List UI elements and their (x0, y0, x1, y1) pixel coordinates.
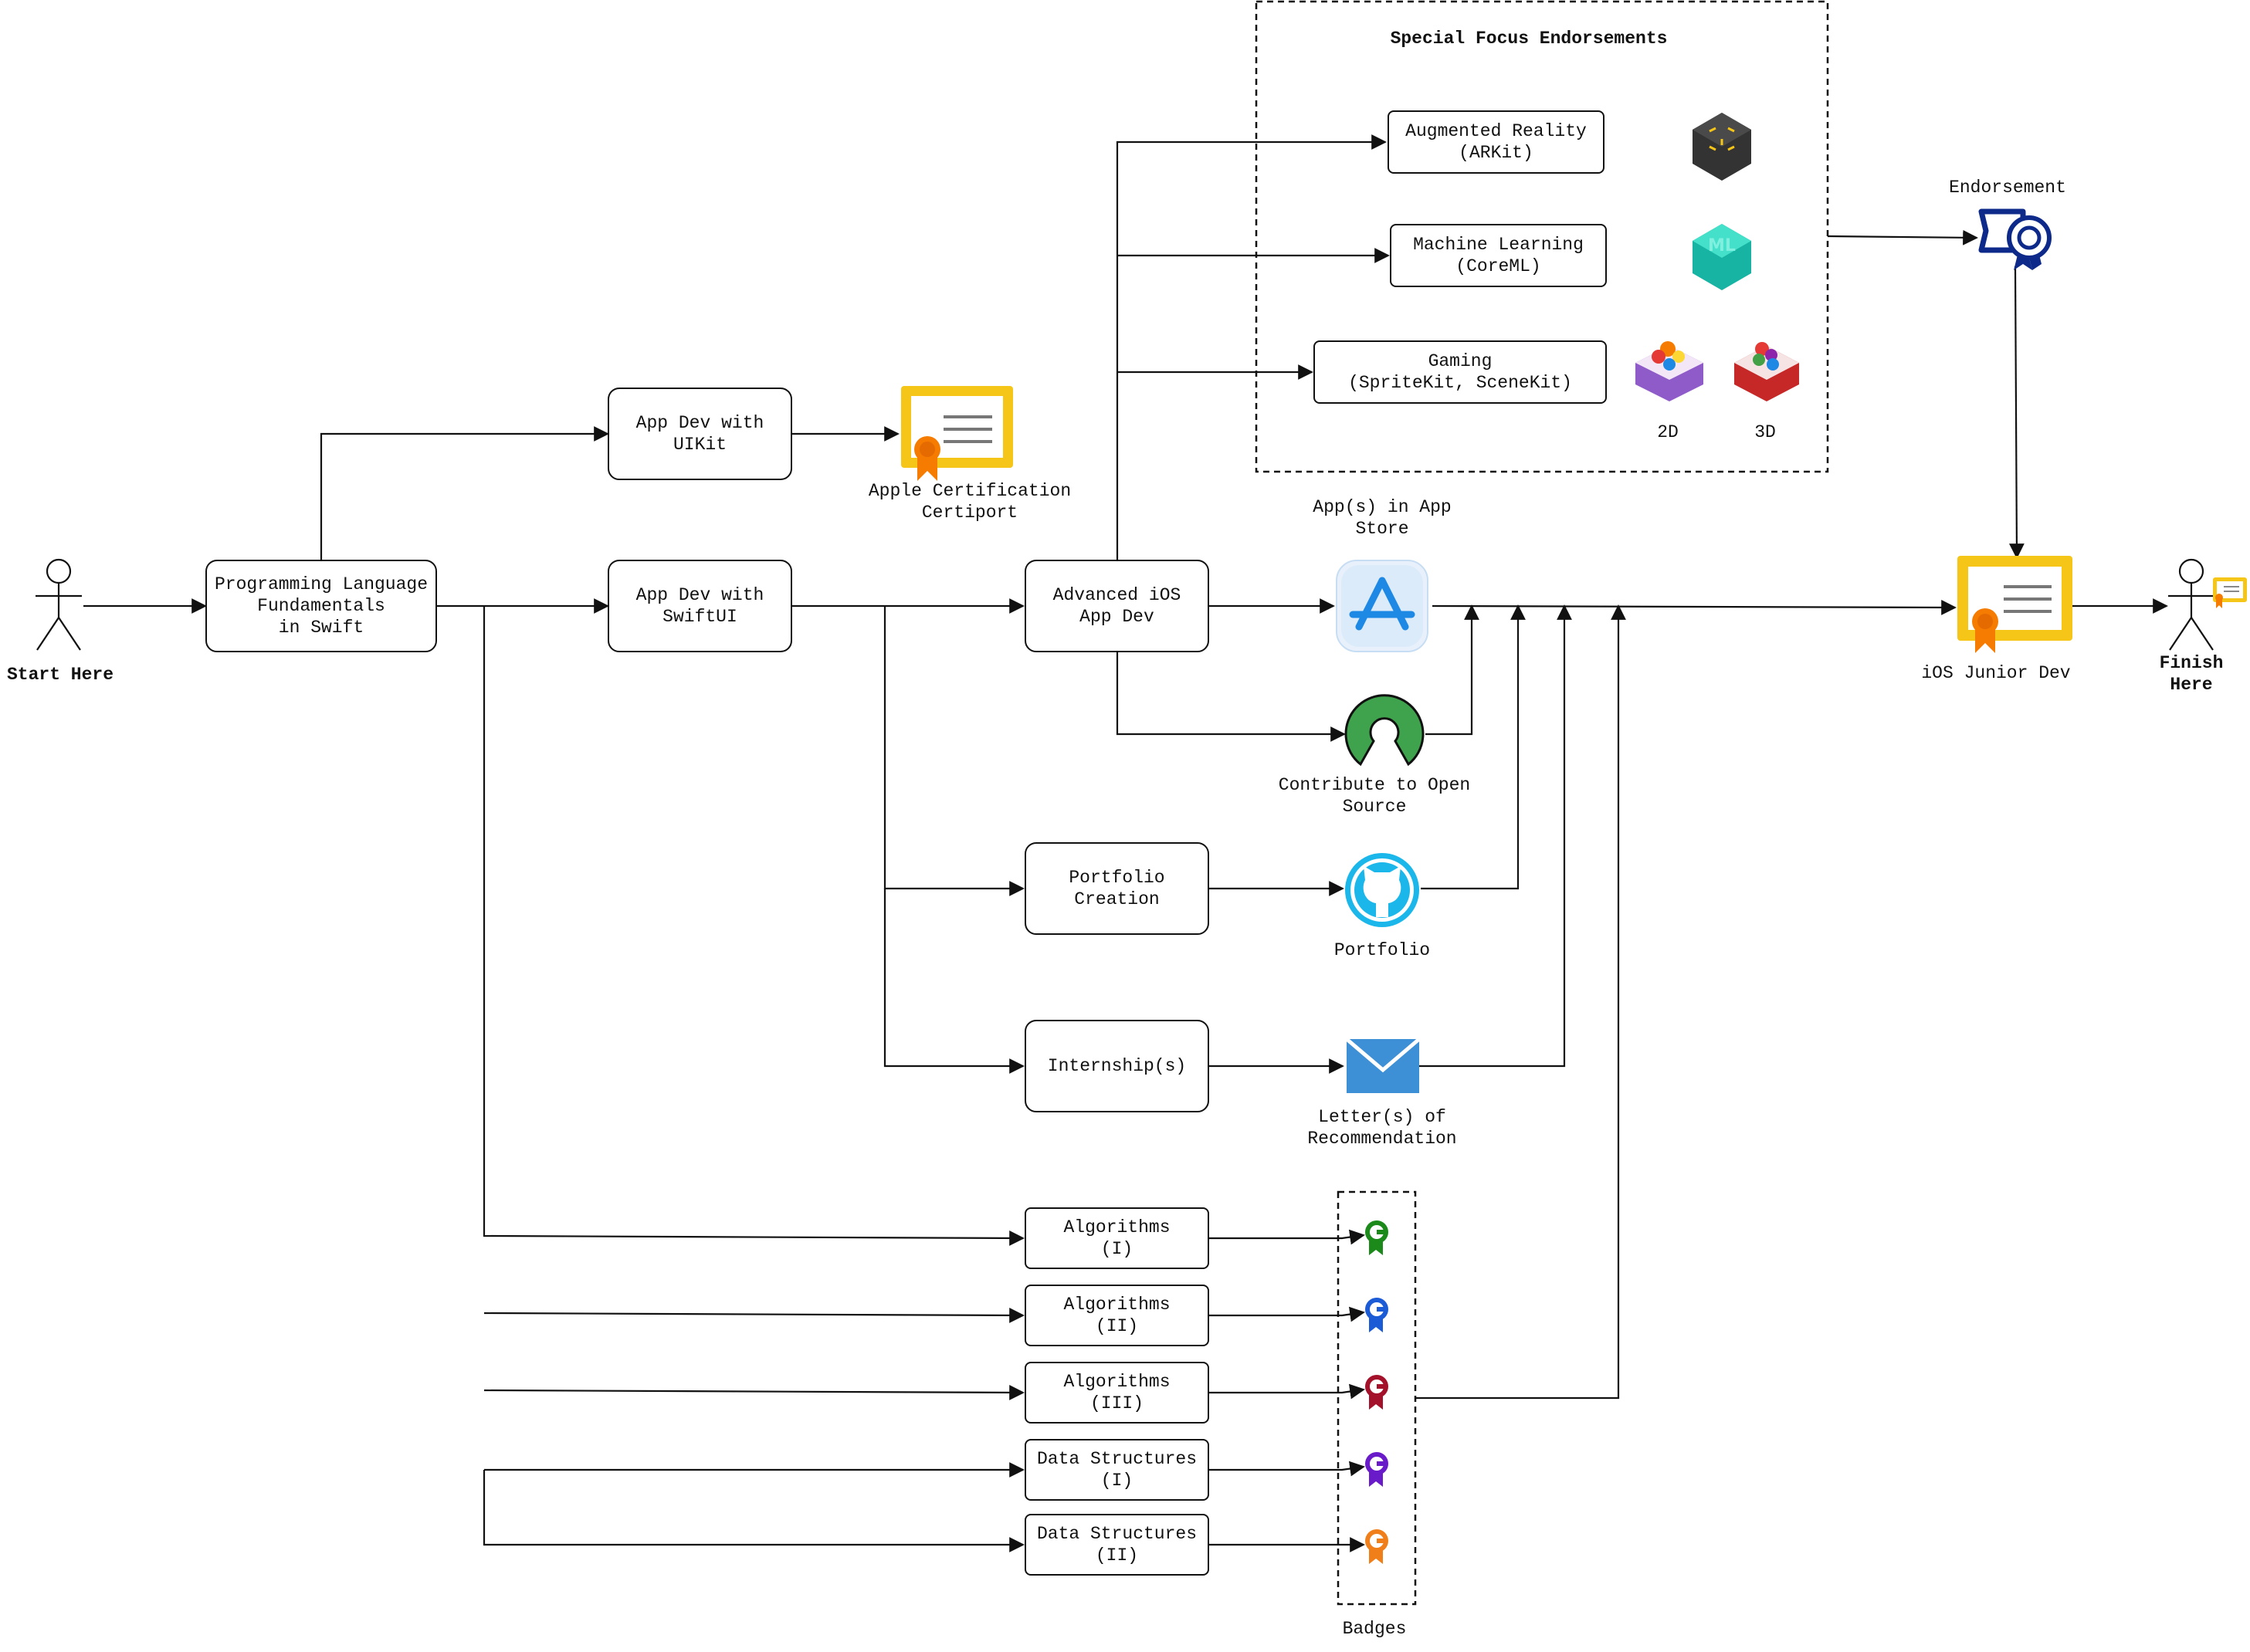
node-advanced[interactable]: Advanced iOS App Dev (1025, 560, 1209, 652)
endorsement-ribbon-icon (1978, 208, 2052, 270)
edge-fund-ds2 (483, 1470, 1025, 1552)
apple-cert-label: Apple Certification Certiport (868, 481, 1072, 523)
edge-mail-merge (1419, 604, 1572, 1068)
node-arkit[interactable]: Augmented Reality (ARKit) (1388, 110, 1604, 174)
node-portfolio-creation[interactable]: Portfolio Creation (1025, 842, 1209, 935)
badges-label: Badges (1342, 1619, 1407, 1639)
edge-advanced-opensource (1116, 652, 1346, 742)
open-source-icon (1344, 694, 1425, 767)
edge-special-endorsement (1827, 229, 1978, 245)
node-internships[interactable]: Internship(s) (1025, 1020, 1209, 1112)
badge-icon-blue (1365, 1298, 1388, 1332)
node-data-structures-2[interactable]: Data Structures (II) (1025, 1514, 1209, 1576)
coreml-icon: ML (1693, 224, 1751, 290)
endorsement-label: Endorsement (1949, 178, 2066, 198)
edge-ds1-badge (1209, 1461, 1365, 1477)
node-swiftui[interactable]: App Dev with SwiftUI (608, 560, 792, 652)
node-uikit[interactable]: App Dev with UIKit (608, 388, 792, 480)
node-gaming[interactable]: Gaming (SpriteKit, SceneKit) (1313, 340, 1607, 404)
edge-alg1-badge (1209, 1229, 1365, 1245)
app-store-icon (1336, 560, 1428, 652)
spritekit-icon (1635, 341, 1703, 401)
junior-dev-label: iOS Junior Dev (1921, 663, 2071, 683)
edge-fund-alg1 (483, 606, 1025, 1246)
edge-swiftui-internship (883, 889, 1025, 1074)
node-coreml[interactable]: Machine Learning (CoreML) (1390, 224, 1607, 287)
label-2d: 2D (1657, 422, 1679, 442)
node-data-structures-1[interactable]: Data Structures (I) (1025, 1439, 1209, 1501)
finish-label: Finish Here (2159, 653, 2224, 695)
certificate-icon (901, 386, 1013, 481)
portfolio-label: Portfolio (1333, 940, 1431, 960)
open-source-label: Contribute to Open Source (1278, 775, 1471, 817)
badge-icon-orange (1365, 1529, 1388, 1564)
edge-alg2-badge (1209, 1306, 1365, 1322)
label-3d: 3D (1754, 422, 1776, 442)
edge-alg3-badge (1209, 1383, 1365, 1400)
edge-fundamentals-uikit (320, 426, 609, 560)
mail-icon (1345, 1038, 1421, 1093)
node-algorithms-1[interactable]: Algorithms (I) (1025, 1207, 1209, 1269)
special-focus-group (1255, 0, 1829, 473)
github-icon (1345, 853, 1419, 927)
letters-label: Letter(s) of Recommendation (1307, 1107, 1457, 1149)
svg-text:ML: ML (1708, 236, 1736, 256)
arkit-icon (1693, 113, 1751, 181)
start-actor (36, 558, 82, 651)
junior-dev-certificate-icon (1957, 556, 2072, 653)
edge-advanced-arkit (1116, 134, 1387, 560)
edge-fund-alg3 (483, 1385, 1025, 1400)
badge-icon-purple (1365, 1452, 1388, 1487)
edge-appstore-junior (1432, 600, 1957, 615)
edge-swiftui-portfolio (883, 606, 1025, 896)
node-algorithms-3[interactable]: Algorithms (III) (1025, 1362, 1209, 1423)
scenekit-icon (1734, 342, 1799, 401)
finish-actor (2168, 558, 2214, 651)
edge-github-merge (1421, 604, 1526, 890)
edge-badges-merge (1415, 604, 1626, 1400)
edge-opensource-merge (1425, 604, 1479, 736)
app-store-label: App(s) in App Store (1313, 497, 1452, 539)
special-focus-title: Special Focus Endorsements (1390, 29, 1668, 49)
node-algorithms-2[interactable]: Algorithms (II) (1025, 1285, 1209, 1346)
badge-icon-green (1365, 1220, 1388, 1255)
node-fundamentals[interactable]: Programming Language Fundamentals in Swi… (205, 560, 437, 652)
edge-fund-alg2 (483, 1308, 1025, 1323)
badge-icon-red (1365, 1375, 1388, 1410)
start-label: Start Here (6, 665, 114, 685)
edge-endorsement-junior (2009, 266, 2025, 559)
finish-certificate-icon (2213, 577, 2247, 608)
